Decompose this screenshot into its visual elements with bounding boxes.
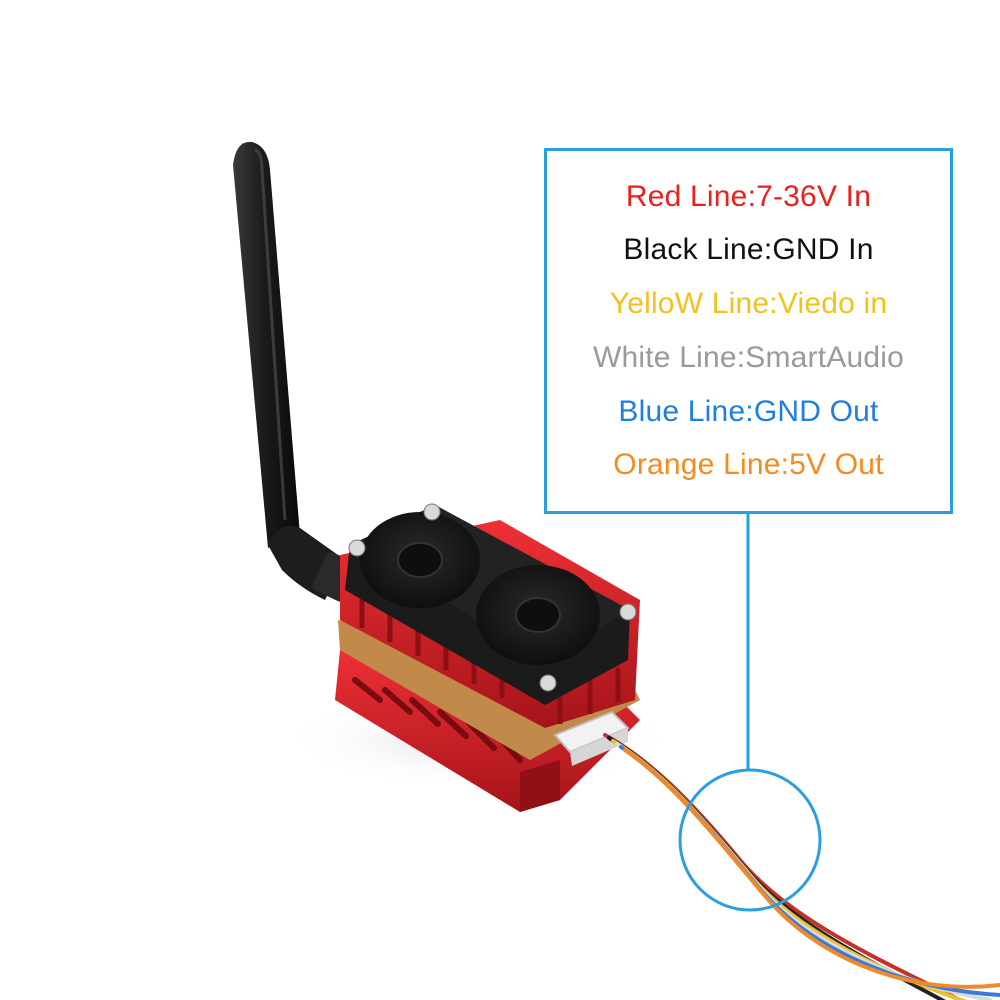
legend-red-line: Red Line:7-36V In: [625, 179, 872, 213]
screw-icon: [619, 603, 637, 621]
callout-circle: [678, 768, 822, 912]
wire-connector: [553, 710, 630, 766]
legend-yellow-line: YelloW Line:Viedo in: [609, 287, 888, 321]
legend-blue-line: Blue Line:GND Out: [618, 394, 879, 428]
dual-fans: [345, 503, 637, 705]
antenna: [233, 141, 360, 602]
legend-orange-line: Orange Line:5V Out: [613, 448, 884, 482]
screw-icon: [423, 503, 441, 521]
screw-icon: [348, 539, 366, 557]
legend-white-line: White Line:SmartAudio: [592, 340, 904, 374]
wire-legend-box: Red Line:7-36V In Black Line:GND In Yell…: [544, 148, 953, 514]
screw-icon: [539, 674, 557, 692]
antenna-whip: [233, 141, 300, 548]
legend-black-line: Black Line:GND In: [623, 233, 874, 267]
wire-bundle: [603, 733, 1000, 1000]
